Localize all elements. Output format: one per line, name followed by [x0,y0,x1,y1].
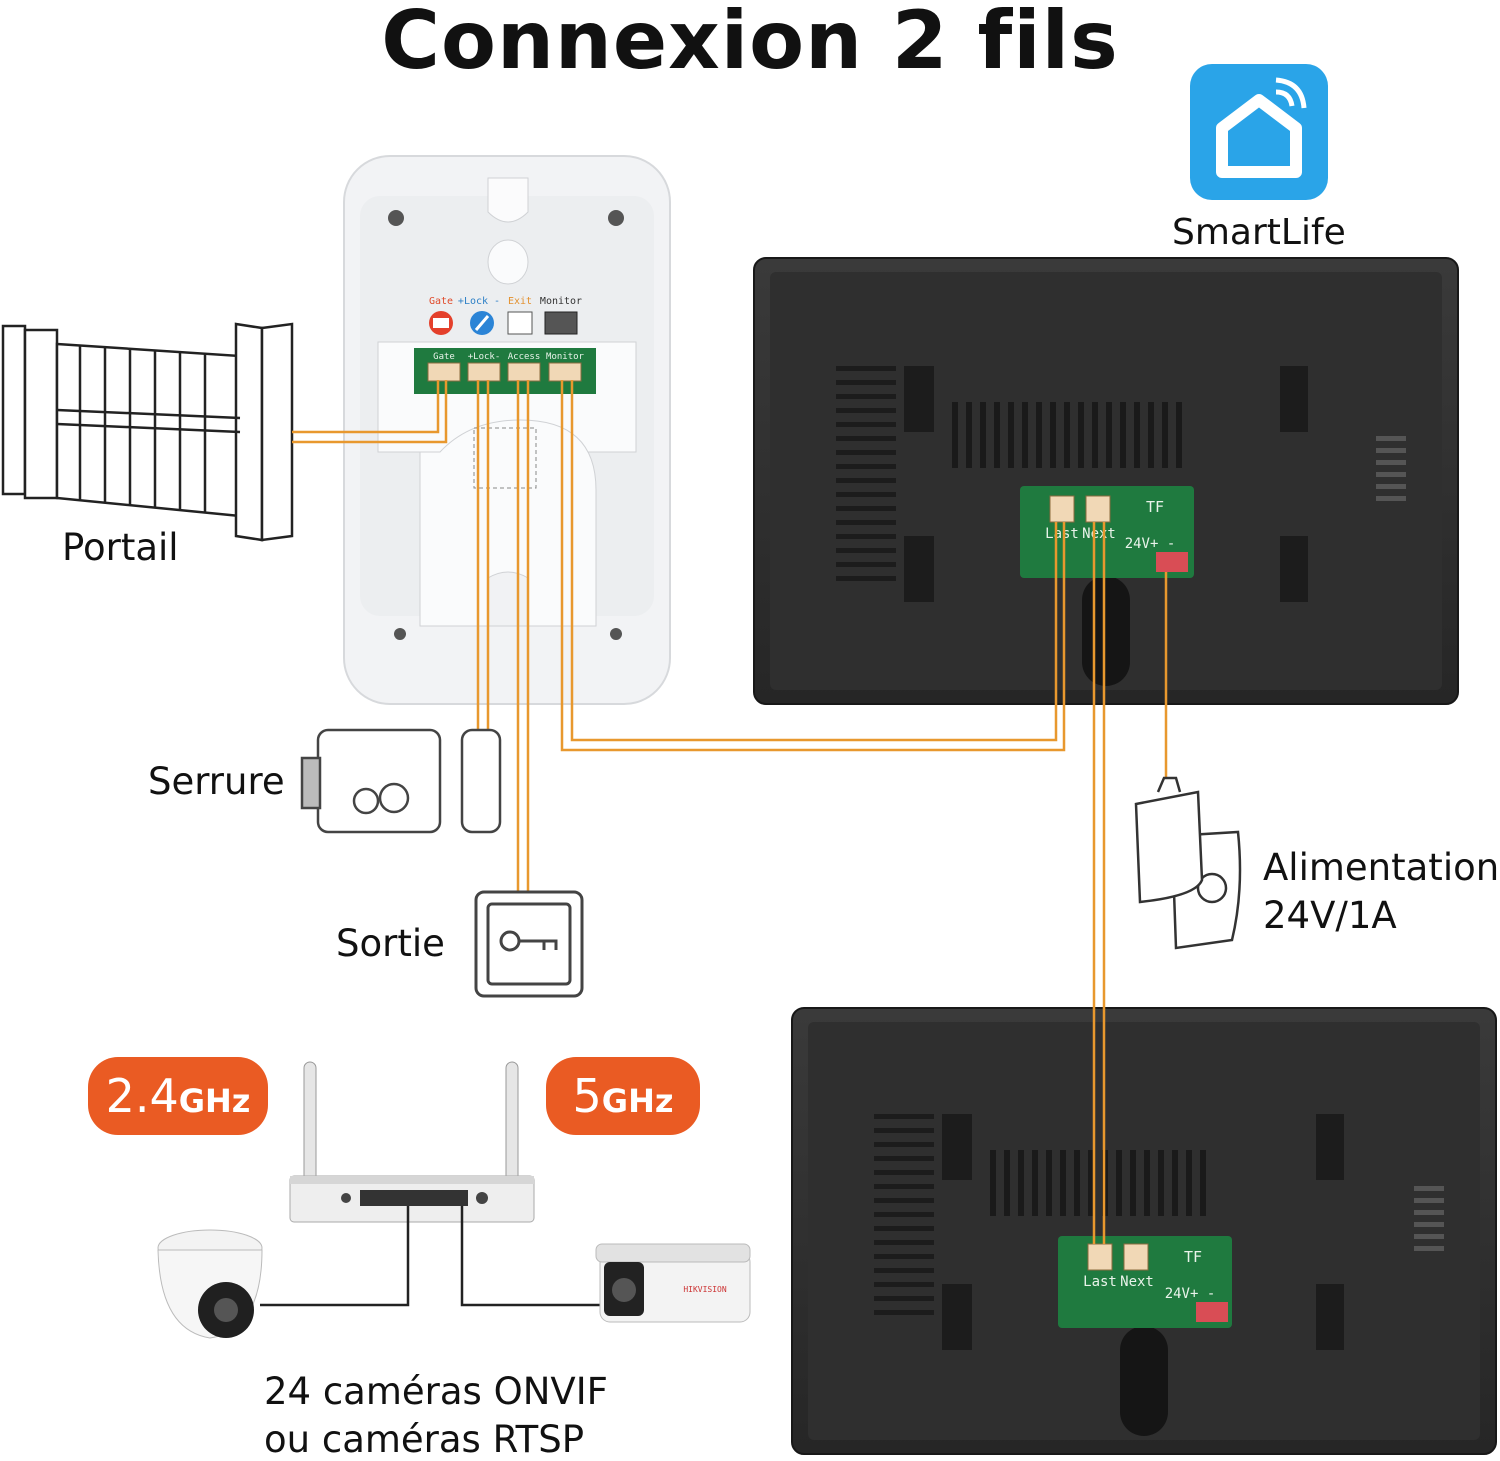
indoor-monitor-2: TF Last Next 24V+ - [791,1007,1497,1455]
exit-button-illustration [474,890,584,998]
svg-text:TF: TF [1146,498,1164,516]
svg-text:Next: Next [1082,526,1116,542]
svg-text:24V+ -: 24V+ - [1165,1286,1216,1302]
alimentation-label: Alimentation [1263,846,1500,889]
power-adapter-illustration [1134,776,1242,950]
svg-text:24V+ -: 24V+ - [1125,536,1176,552]
exit-icon-label: Exit [508,296,532,307]
smartlife-app-icon [1190,64,1328,200]
cameras-label-line2: ou caméras RTSP [264,1418,585,1461]
router-illustration [260,1061,608,1307]
svg-text:Next: Next [1120,1274,1154,1290]
smartlife-label: SmartLife [1172,212,1346,253]
doorbell-backplate: Gate +Lock - Exit Monitor Gate +Lock- Ac… [343,155,671,705]
exit-key-icon [507,311,533,335]
portail-label: Portail [62,526,179,569]
svg-text:TF: TF [1184,1248,1202,1266]
sortie-label: Sortie [336,922,445,965]
svg-text:+Lock-: +Lock- [468,352,501,362]
svg-text:Last: Last [1045,526,1079,542]
page-title: Connexion 2 fils [381,0,1119,87]
gate-illustration [1,322,294,542]
svg-text:Last: Last [1083,1274,1117,1290]
monitor-box-icon [544,311,578,335]
cameras-label-line1: 24 caméras ONVIF [264,1370,608,1413]
svg-text:Access: Access [508,352,541,362]
svg-text:Monitor: Monitor [546,352,585,362]
serrure-label: Serrure [148,760,285,803]
lock-illustration [300,728,502,834]
lock-icon-label: +Lock - [458,296,500,307]
bullet-camera-illustration: HIKVISION [595,1243,751,1323]
svg-text:Gate: Gate [433,352,455,362]
alimentation-voltage-label: 24V/1A [1263,894,1397,937]
gate-icon-label: Gate [429,296,453,307]
dome-camera-illustration [157,1229,263,1339]
wires [292,380,1168,1244]
camera-brand: HIKVISION [683,1285,727,1294]
monitor-icon-label: Monitor [540,296,582,307]
indoor-monitor-1: TF Last Next 24V+ - [753,257,1459,705]
